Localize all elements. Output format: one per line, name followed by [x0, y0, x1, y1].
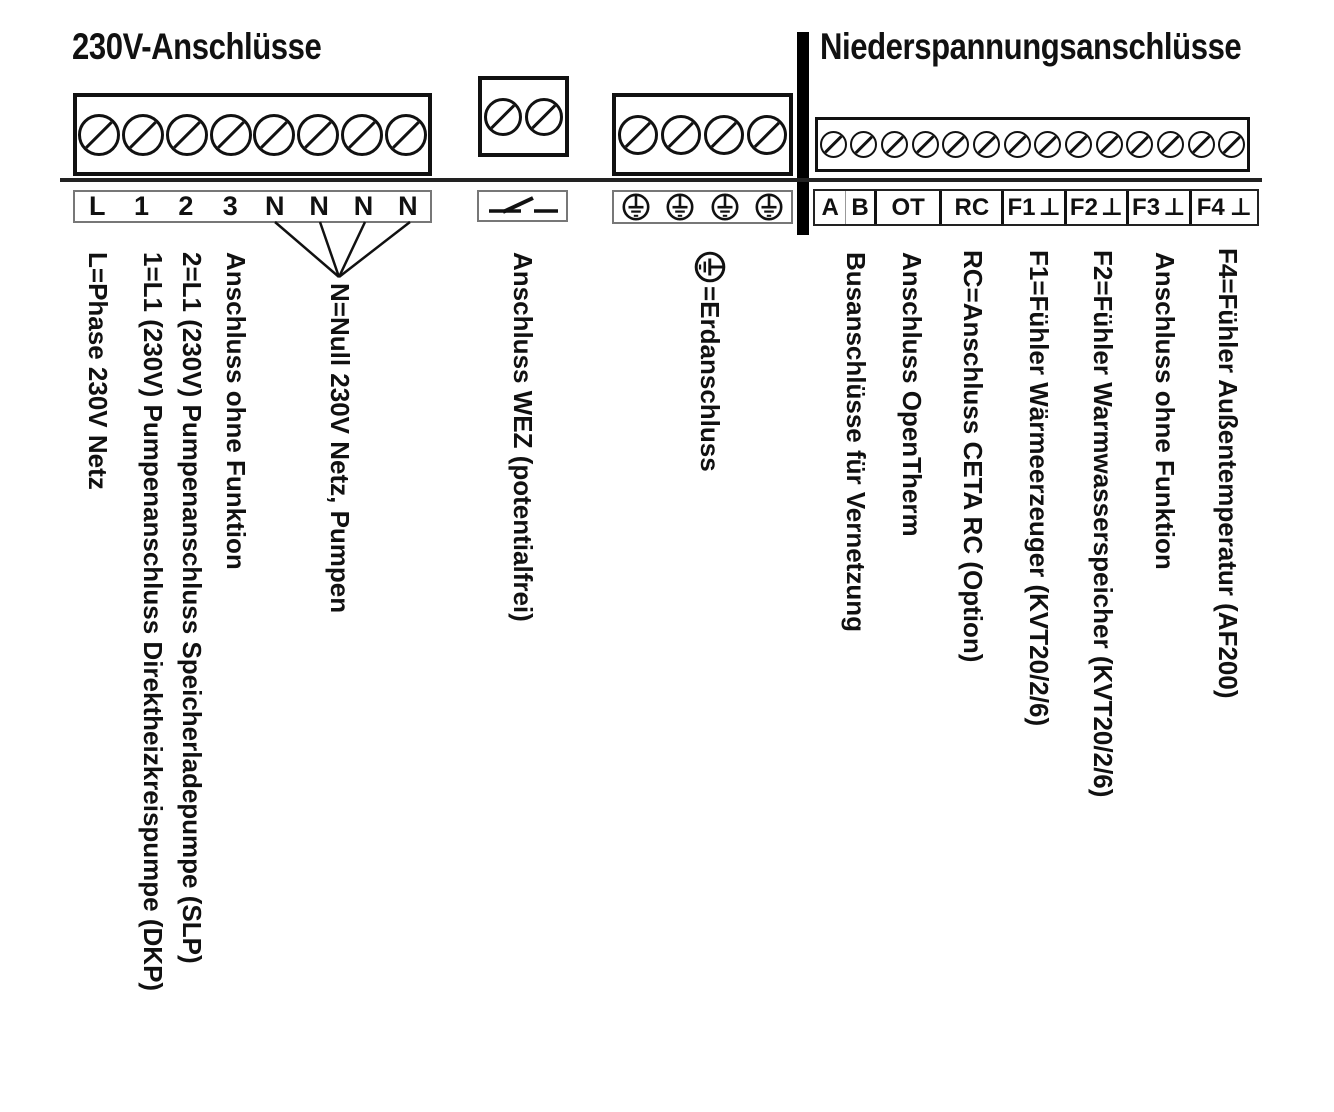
screw-terminal-icon: [881, 131, 909, 158]
screw-terminal-icon: [617, 114, 658, 155]
screw-terminal-icon: [911, 131, 939, 158]
screw-terminal-icon: [77, 113, 120, 156]
screw-terminal-icon: [1218, 131, 1246, 158]
strip-cell-1: 1: [134, 191, 150, 221]
legend-f4: F4=Fühler Außentemperatur (AF200): [1213, 248, 1243, 699]
legend-erdanschluss: =Erdanschluss: [693, 250, 727, 472]
protective-earth-icon: [622, 193, 650, 221]
lv-strip-cell-f1: F1⊥: [1001, 191, 1064, 224]
lv-strip-cell-b: B: [845, 191, 874, 224]
lv-label-f2: F2: [1069, 193, 1098, 221]
screw-terminal-icon: [660, 114, 701, 155]
screw-terminal-icon: [253, 113, 296, 156]
legend-f2: F2=Fühler Warmwasserspeicher (KVT20/2/6): [1088, 250, 1118, 798]
protective-earth-icon: [694, 251, 726, 283]
switch-contact-icon: [489, 196, 558, 214]
screw-terminal-icon: [121, 113, 164, 156]
screw-terminal-icon: [385, 113, 428, 156]
lv-label-rc: RC: [954, 193, 990, 221]
screw-terminal-icon: [747, 114, 788, 155]
lv-label-ot: OT: [891, 193, 925, 221]
lv-strip-cell-f3: F3⊥: [1125, 191, 1189, 224]
terminal-block-earth: [612, 93, 793, 176]
legend-erdanschluss-text: =Erdanschluss: [695, 286, 725, 472]
lv-strip-cell-a: A: [815, 191, 845, 224]
earth-tack-icon: ⊥: [1163, 194, 1186, 221]
lv-label-f1: F1: [1007, 193, 1036, 221]
screw-terminal-icon: [973, 131, 1001, 158]
screw-terminal-icon: [1187, 131, 1215, 158]
screw-terminal-icon: [483, 97, 522, 136]
protective-earth-icon: [755, 193, 783, 221]
legend-n-null: N=Null 230V Netz, Pumpen: [325, 283, 355, 614]
strip-cell-n4: N: [398, 191, 418, 221]
earth-tack-icon: ⊥: [1100, 194, 1123, 221]
section-divider-bar: [797, 32, 809, 235]
screw-terminal-icon: [850, 131, 878, 158]
lv-strip-cell-f2: F2⊥: [1063, 191, 1126, 224]
strip-cell-l: L: [88, 191, 106, 221]
screw-terminal-icon: [297, 113, 340, 156]
screw-terminal-icon: [1156, 131, 1184, 158]
lv-label-a: A: [821, 193, 839, 221]
screw-terminal-icon: [942, 131, 970, 158]
protective-earth-icon: [666, 193, 694, 221]
lv-label-b: B: [851, 193, 869, 221]
protective-earth-icon: [711, 193, 739, 221]
screw-terminal-icon: [1095, 131, 1123, 158]
switch-strip: [477, 190, 568, 222]
section-230v-title: 230V-Anschlüsse: [72, 26, 322, 67]
screw-terminal-icon: [1126, 131, 1154, 158]
legend-rc: RC=Anschluss CETA RC (Option): [958, 250, 988, 663]
screw-terminal-icon: [704, 114, 745, 155]
strip-cell-n1: N: [264, 191, 285, 221]
legend-2-slp: 2=L1 (230V) Pumpenanschluss Speicherlade…: [177, 252, 207, 964]
strip-cell-n3: N: [353, 191, 374, 221]
earth-tack-icon: ⊥: [1229, 194, 1252, 221]
lv-label-f4: F4: [1196, 193, 1225, 221]
legend-ohne-funktion-230v: Anschluss ohne Funktion: [221, 252, 251, 570]
legend-ohne-funktion-lv: Anschluss ohne Funktion: [1150, 252, 1180, 570]
section-lv-title: Niederspannungsanschlüsse: [820, 26, 1242, 67]
legend-wez: Anschluss WEZ (potentialfrei): [508, 252, 538, 622]
lv-strip-cell-f4: F4⊥: [1188, 191, 1257, 224]
terminal-block-lv: [815, 117, 1250, 172]
terminal-block-wez: [478, 76, 569, 157]
lv-label-strip: A B OT RC F1⊥ F2⊥ F3⊥ F4⊥: [813, 189, 1259, 226]
screw-terminal-icon: [209, 113, 252, 156]
n-connector-lines: [274, 221, 411, 278]
legend-f1: F1=Fühler Wärmeerzeuger (KVT20/2/6): [1024, 250, 1054, 727]
terminal-block-230v: [73, 93, 432, 176]
screw-terminal-icon: [1003, 131, 1031, 158]
screw-terminal-icon: [819, 131, 847, 158]
separator-line: [60, 178, 1262, 182]
label-strip-230v: L 1 2 3 N N N N: [73, 190, 432, 223]
earth-strip: [612, 190, 793, 224]
strip-cell-n2: N: [309, 191, 329, 221]
lv-label-f3: F3: [1132, 193, 1161, 221]
legend-1-dkp: 1=L1 (230V) Pumpenanschluss Direktheizkr…: [138, 252, 168, 992]
lv-strip-cell-ot: OT: [873, 191, 940, 224]
screw-terminal-icon: [341, 113, 384, 156]
legend-l-phase: L=Phase 230V Netz: [83, 252, 113, 490]
strip-cell-2: 2: [178, 191, 194, 221]
screw-terminal-icon: [165, 113, 208, 156]
screw-terminal-icon: [1034, 131, 1062, 158]
screw-terminal-icon: [1064, 131, 1092, 158]
legend-opentherm: Anschluss OpenTherm: [897, 252, 927, 537]
legend-bus: Busanschlüsse für Vernetzung: [841, 252, 871, 632]
strip-cell-3: 3: [222, 191, 238, 221]
lv-strip-cell-rc: RC: [939, 191, 1001, 224]
earth-tack-icon: ⊥: [1038, 194, 1061, 221]
screw-terminal-icon: [525, 97, 564, 136]
